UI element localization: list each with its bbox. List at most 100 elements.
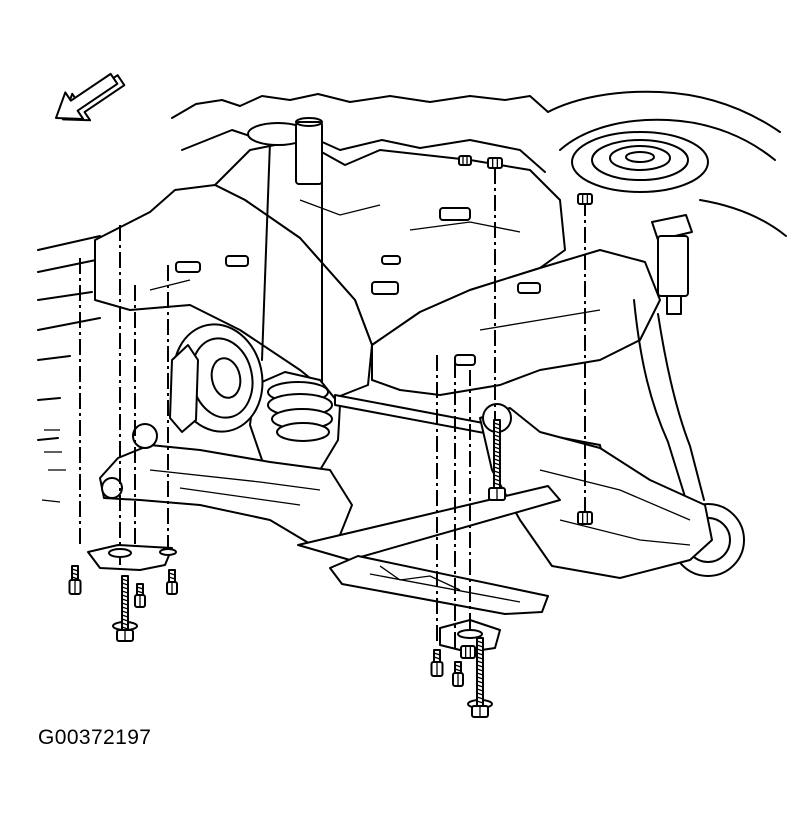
bolt-thread	[476, 652, 484, 656]
frame-slots	[149, 199, 601, 366]
bushing	[101, 477, 123, 499]
bolt-thread	[493, 426, 501, 430]
bolt-thread	[493, 470, 501, 474]
brake-caliper-left	[169, 344, 199, 433]
bolt-thread	[121, 610, 129, 614]
bolt-thread	[121, 594, 129, 598]
nut	[487, 157, 503, 169]
bolt-thread	[476, 688, 484, 692]
bushing	[132, 423, 158, 449]
control-arm-body	[479, 407, 713, 579]
wheelhouse-inner-arc	[559, 118, 776, 161]
shock-absorber-left	[247, 117, 323, 389]
bolt-thread	[476, 656, 484, 660]
bolt-thread	[493, 442, 501, 446]
bolt-thread	[121, 618, 129, 622]
crossmember-bolt	[471, 637, 489, 718]
bolt-thread	[121, 626, 129, 630]
bolt-thread	[168, 572, 176, 576]
frame-slot	[439, 207, 471, 221]
crossmember-detail	[369, 565, 521, 603]
fasteners	[68, 155, 593, 718]
washer	[159, 548, 177, 556]
bolt-thread	[476, 672, 484, 676]
wheelhouse-lower-arc	[699, 199, 787, 237]
nut-body	[487, 157, 503, 169]
bolt-thread	[476, 648, 484, 652]
nut	[458, 155, 472, 166]
wheelhouse-outer-arc	[547, 90, 781, 133]
coil-spring-left	[267, 381, 333, 442]
frame-slot	[517, 282, 541, 294]
bolt-thread	[71, 576, 79, 580]
vehicle-body-structure	[37, 93, 549, 503]
nut-body	[577, 511, 593, 525]
nut-body	[577, 193, 593, 205]
shock-cap	[295, 117, 323, 127]
bolt-thread	[476, 660, 484, 664]
coil-spring-seat-right	[571, 131, 709, 193]
bracket-bolt	[452, 661, 464, 687]
shock-body	[295, 121, 323, 185]
crossmember-through-bolt	[488, 419, 506, 501]
bolt-thread	[136, 590, 144, 594]
nut-body	[458, 155, 472, 166]
bolt-thread	[476, 692, 484, 696]
bolt-thread	[168, 576, 176, 580]
bolt-thread	[493, 434, 501, 438]
bolt-shank	[476, 637, 484, 707]
bolt-shank	[168, 569, 176, 583]
bolt-thread	[476, 668, 484, 672]
wheelhouse-right	[547, 90, 787, 237]
figure-id-label: G00372197	[38, 726, 152, 749]
frame-slot	[371, 281, 399, 295]
bolt-thread	[476, 676, 484, 680]
bolt-thread	[476, 696, 484, 700]
washer	[108, 548, 132, 558]
bolt-thread	[121, 606, 129, 610]
frame-detail	[149, 199, 601, 331]
bolt-thread	[121, 622, 129, 626]
washer	[457, 629, 483, 639]
link-edge	[657, 313, 705, 501]
bracket-bolt	[166, 569, 178, 595]
bracket-bolt	[68, 565, 82, 595]
bolt-thread	[476, 640, 484, 644]
bolt-thread	[121, 602, 129, 606]
bolt-thread	[121, 578, 129, 582]
body-panel-left	[37, 235, 101, 441]
stabilizer-link-right	[633, 299, 705, 501]
nut	[577, 193, 593, 205]
nut-body	[460, 645, 476, 659]
bolt-thread	[454, 664, 462, 668]
bolt-thread	[493, 450, 501, 454]
bolt-thread	[454, 668, 462, 672]
spring-coil	[625, 151, 655, 163]
body-inner-contour	[181, 129, 546, 173]
bolt-thread	[493, 438, 501, 442]
mounting-bracket-left	[87, 544, 173, 571]
spring-coil	[276, 422, 330, 442]
strut-outline	[261, 141, 323, 389]
shock-absorber-right	[651, 214, 693, 315]
frame-rail-left	[94, 184, 373, 399]
bolt-thread	[71, 568, 79, 572]
bolt-thread	[476, 680, 484, 684]
bolt-thread	[121, 590, 129, 594]
bolt-thread	[493, 454, 501, 458]
bracket-bolt	[134, 583, 146, 608]
bolt-thread	[493, 430, 501, 434]
arrow-face	[55, 72, 119, 120]
bolt-thread	[493, 458, 501, 462]
crossmember-lower	[329, 555, 549, 615]
frame-slot	[225, 255, 249, 267]
shock-rod	[666, 295, 682, 315]
bracket-bolt	[430, 649, 444, 677]
control-arm-detail	[149, 469, 321, 506]
link-edge	[633, 299, 687, 501]
control-arm-detail	[539, 469, 691, 546]
bolt-thread	[493, 478, 501, 482]
bolt-thread	[136, 586, 144, 590]
spring-coil	[591, 139, 689, 181]
bolt-thread	[493, 466, 501, 470]
